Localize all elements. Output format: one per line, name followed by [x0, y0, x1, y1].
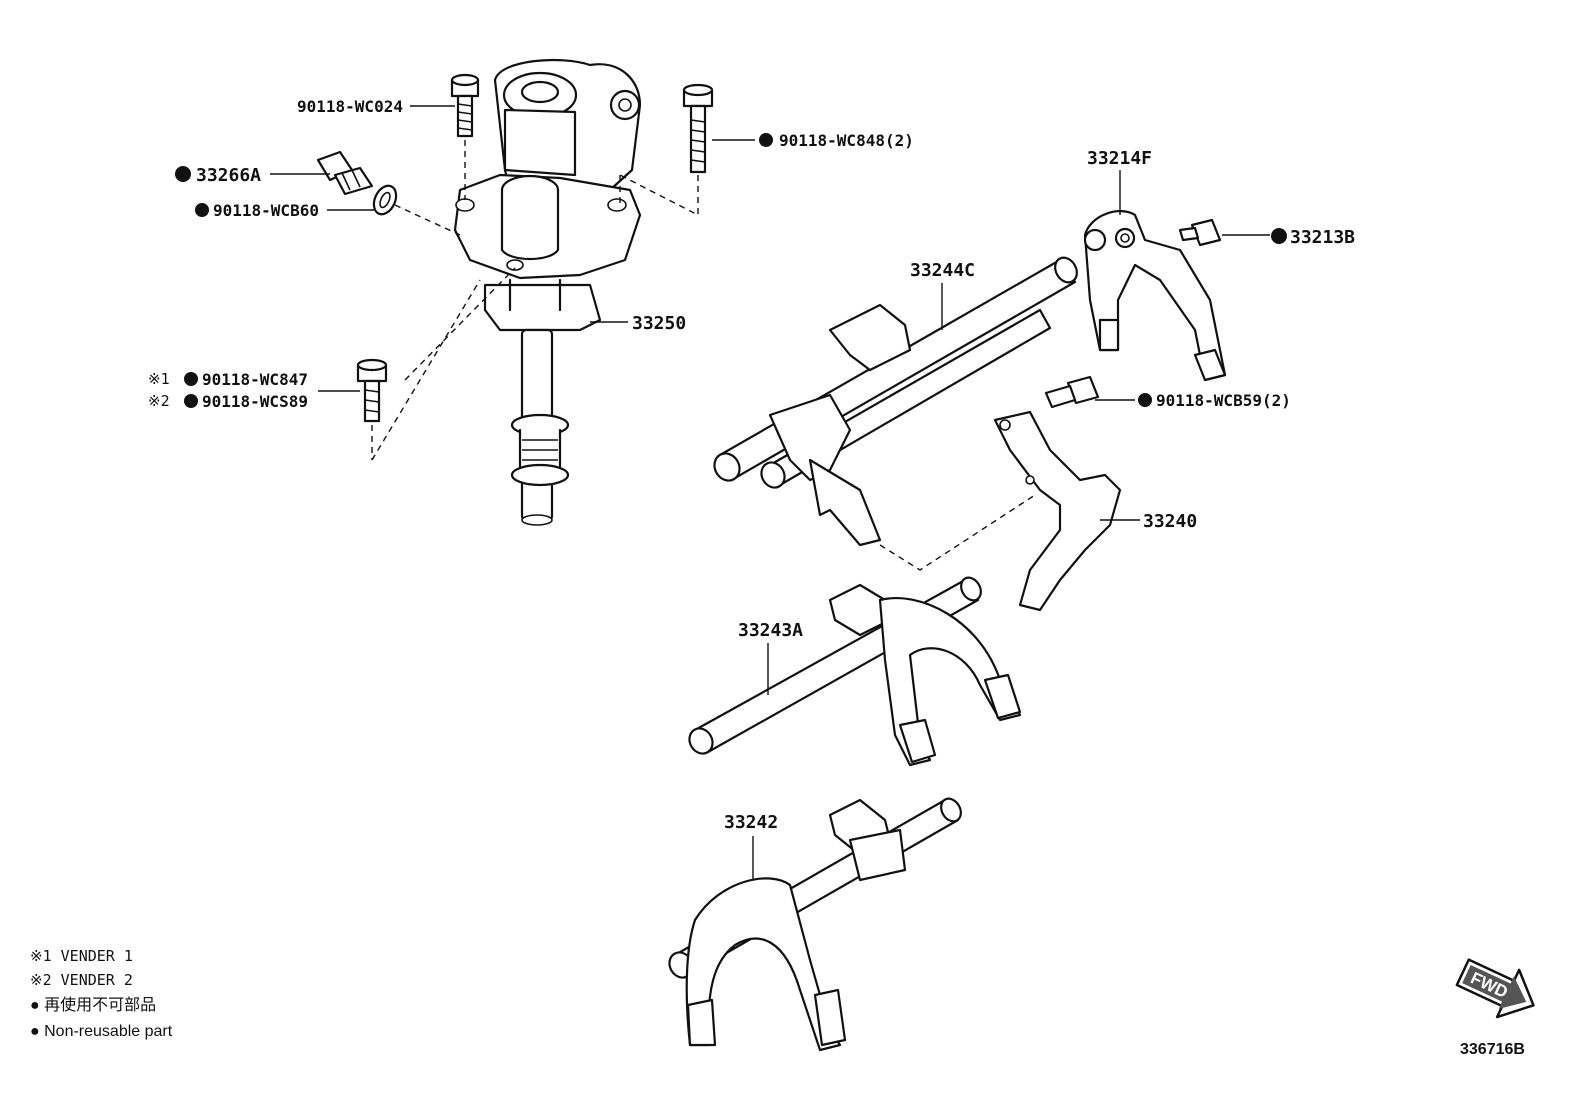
legend-non-reusable-en: ● Non-reusable part — [30, 1023, 173, 1040]
bolt-90118-WC024 — [450, 73, 480, 138]
shift-housing-33250 — [453, 58, 642, 526]
legend-vender-2: ※2 VENDER 2 — [30, 971, 133, 989]
bolt-90118-WC847 — [356, 358, 388, 423]
non-reusable-bullet — [195, 203, 209, 217]
label-90118-WC848: 90118-WC848(2) — [779, 131, 914, 150]
label-90118-WC024: 90118-WC024 — [297, 97, 403, 116]
non-reusable-bullet — [175, 166, 191, 182]
bolt-90118-WCB59 — [1044, 375, 1100, 409]
label-33214F: 33214F — [1087, 148, 1152, 169]
shift-fork-33214F — [1083, 210, 1227, 382]
vendor-mark-1: ※1 — [148, 370, 170, 388]
label-90118-WCS89: 90118-WCS89 — [202, 392, 308, 411]
shift-lever-33240 — [993, 410, 1122, 612]
label-33242: 33242 — [724, 812, 778, 833]
figure-id: 336716B — [1460, 1041, 1525, 1058]
label-90118-WCB60: 90118-WCB60 — [213, 201, 319, 220]
label-33240: 33240 — [1143, 511, 1197, 532]
non-reusable-bullet — [184, 372, 198, 386]
label-90118-WC847: 90118-WC847 — [202, 370, 308, 389]
bolt-90118-WC848 — [682, 83, 714, 174]
assembly-lines — [371, 140, 1036, 571]
shift-fork-33243A — [688, 576, 1022, 767]
non-reusable-bullet — [759, 133, 773, 147]
label-33266A: 33266A — [196, 165, 261, 186]
label-90118-WCB59: 90118-WCB59(2) — [1156, 391, 1291, 410]
callout-labels: 90118-WC024 90118-WC848(2) 33266A 90118-… — [148, 97, 1355, 833]
shift-fork-33242 — [668, 797, 962, 1052]
non-reusable-bullet — [1271, 228, 1287, 244]
vendor-mark-2: ※2 — [148, 392, 170, 410]
washer-90118-WCB60 — [372, 184, 398, 216]
plug-33266A — [316, 150, 374, 196]
label-33243A: 33243A — [738, 620, 803, 641]
label-33250: 33250 — [632, 313, 686, 334]
bolt-33213B — [1178, 218, 1222, 247]
legend-non-reusable-jp: ● 再使用不可部品 — [30, 996, 156, 1014]
legend-vender-1: ※1 VENDER 1 — [30, 947, 133, 965]
non-reusable-bullet — [184, 394, 198, 408]
forward-arrow-icon: FWD — [1455, 958, 1535, 1019]
label-33244C: 33244C — [910, 260, 975, 281]
legend: ※1 VENDER 1 ※2 VENDER 2 ● 再使用不可部品 ● Non-… — [30, 947, 173, 1040]
leader-lines — [270, 105, 1270, 880]
shift-shaft-33244C — [713, 256, 1078, 547]
label-33213B: 33213B — [1290, 227, 1355, 248]
non-reusable-bullet — [1138, 393, 1152, 407]
